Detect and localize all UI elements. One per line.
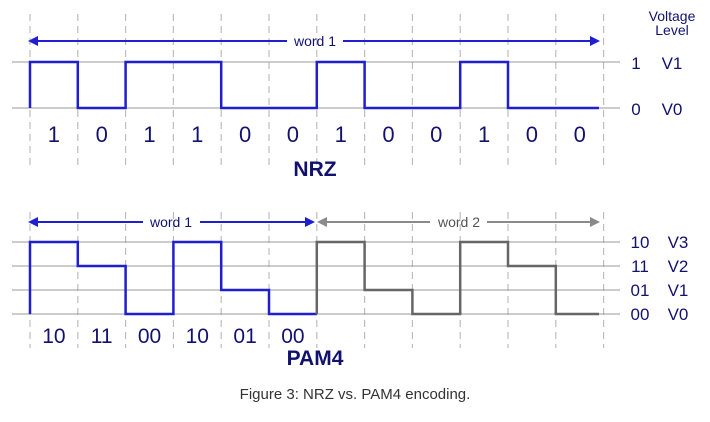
nrz-bit-label: 1 [143,122,155,147]
pam4-symbol-label: 10 [186,325,209,348]
pam4-symbol-labels: 10 11 00 10 01 00 [42,325,304,348]
pam4-level-3-voltage: V3 [668,233,689,252]
pam4-level-3-value: 10 [631,233,650,252]
pam4-waveform-word1 [28,240,317,316]
nrz-level-0-value: 0 [631,100,640,119]
nrz-level-1-voltage: V1 [662,54,683,73]
nrz-bit-label: 0 [526,122,538,147]
pam4-level-1-value: 01 [631,281,650,300]
nrz-bit-label: 0 [382,122,394,147]
voltage-level-header-line1: Voltage [649,8,696,24]
nrz-level-1-value: 1 [631,54,640,73]
pam4-level-2-value: 11 [631,257,649,276]
nrz-bit-labels: 1 0 1 1 0 0 1 0 0 1 0 0 [48,122,586,147]
pam4-symbol-label: 00 [281,325,304,348]
pam4-level-0-value: 00 [631,305,650,324]
pam4-symbol-label: 10 [42,325,65,348]
nrz-bit-label: 1 [191,122,203,147]
nrz-bit-label: 0 [430,122,442,147]
nrz-bit-label: 1 [48,122,60,147]
nrz-bit-label: 0 [96,122,108,147]
voltage-level-header-line2: Level [655,22,688,38]
figure-caption: Figure 3: NRZ vs. PAM4 encoding. [239,386,471,403]
nrz-bit-label: 0 [287,122,299,147]
pam4-symbol-label: 01 [233,325,256,348]
pam4-word2-label: word 2 [437,214,480,230]
nrz-bit-label: 0 [574,122,586,147]
nrz-bit-label: 1 [478,122,490,147]
pam4-word1-label: word 1 [149,214,192,230]
pam4-level-1-voltage: V1 [668,281,689,300]
nrz-title: NRZ [293,158,336,181]
pam4-symbol-label: 00 [138,325,161,348]
pam4-level-0-voltage: V0 [668,305,689,324]
pam4-waveform-word2 [315,240,599,316]
nrz-waveform [28,60,599,110]
nrz-bit-label: 1 [335,122,347,147]
pam4-symbol-label: 11 [91,325,113,348]
nrz-level-0-voltage: V0 [662,100,683,119]
pam4-title: PAM4 [287,347,344,370]
nrz-bit-label: 0 [239,122,251,147]
pam4-level-2-voltage: V2 [668,257,689,276]
nrz-word1-label: word 1 [293,33,336,49]
